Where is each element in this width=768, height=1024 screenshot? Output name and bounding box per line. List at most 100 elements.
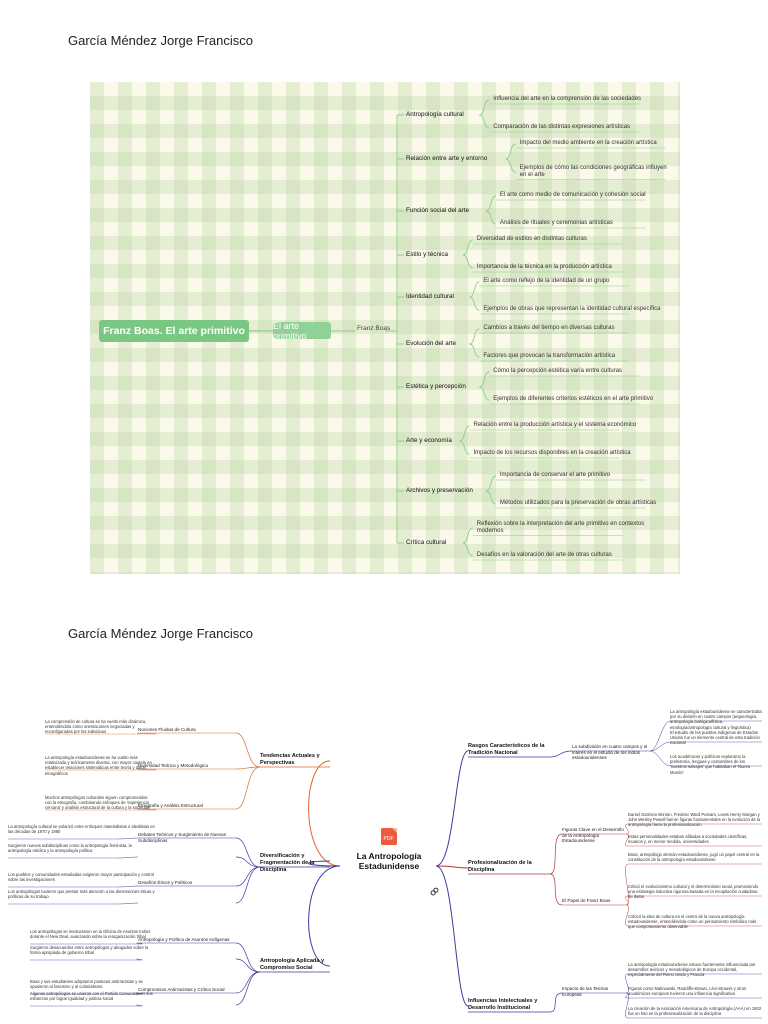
leaf-node[interactable]: Reflexión sobre la interpretación del ar…	[476, 520, 645, 535]
leaf-node[interactable]: Análisis de rituales y ceremonias artíst…	[499, 220, 613, 226]
topic-node[interactable]: Función social del arte	[406, 207, 470, 214]
leaf-node[interactable]: Los académicos y políticos exploraron la…	[670, 754, 751, 775]
leaf-node[interactable]: Métodos utilizados para la preservación …	[499, 500, 657, 506]
leaf-node[interactable]: Factores que provocan la transformación …	[483, 353, 616, 359]
leaf-node[interactable]: Comparación de las distintas expresiones…	[493, 124, 631, 130]
connector-line	[435, 865, 469, 869]
sub-node[interactable]: Nociones Fluidas de Cultura	[138, 727, 196, 732]
topic-node[interactable]: Arte y economía	[406, 437, 452, 444]
topic-node[interactable]: Antropología cultural	[406, 111, 464, 118]
leaf-node[interactable]: Impacto de los recursos disponibles en l…	[473, 450, 631, 456]
topic-node[interactable]: Relación entre arte y entorno	[406, 155, 488, 162]
sub-node[interactable]: Diversidad Teórica y Metodológica	[138, 763, 208, 768]
leaf-node[interactable]: El arte como medio de comunicación y coh…	[499, 192, 646, 198]
connector-line	[625, 973, 629, 994]
leaf-node[interactable]: Boas, antropólogo alemán-estadounidense,…	[628, 852, 760, 863]
branch-node[interactable]: Profesionalización de la Disciplina	[468, 860, 532, 873]
leaf-node[interactable]: Ejemplos de diferentes criterios estétic…	[493, 396, 654, 402]
sub-node[interactable]: La subdivisión en cuatro campos y el int…	[572, 744, 648, 761]
sub-node[interactable]: Etnografía y Análisis Estructural	[138, 803, 203, 808]
connector-line	[485, 490, 497, 505]
topic-node[interactable]: Identidad cultural	[406, 293, 454, 300]
connector-line	[549, 750, 573, 758]
connector-line	[485, 475, 497, 492]
leaf-node[interactable]: Los pueblos y comunidades estudiadas exi…	[8, 872, 154, 883]
leaf-node[interactable]: Desafíos en la valoración del arte de ot…	[476, 552, 612, 558]
topic-node[interactable]: Crítica cultural	[406, 539, 447, 546]
connector-line	[479, 99, 490, 116]
branch-node[interactable]: Tendencias Actuales y Perspectivas	[260, 753, 320, 766]
leaf-node[interactable]: Cómo la percepción estética varía entre …	[493, 368, 623, 374]
leaf-node[interactable]: Los antropólogos tuvieron que prestar má…	[8, 889, 155, 900]
leaf-node[interactable]: Figuras como Malinowski, Radcliffe-Brown…	[628, 986, 747, 997]
leaf-node[interactable]: Impacto del medio ambiente en la creació…	[519, 140, 657, 146]
leaf-node[interactable]: Criticó el evolucionismo cultural y el d…	[628, 884, 759, 900]
pdf-file-icon[interactable]: PDF	[378, 828, 400, 845]
sub-node[interactable]: Impacto de las Teorías Europeas	[562, 986, 609, 997]
topic-node[interactable]: Estética y percepción	[406, 383, 466, 390]
connector-line	[625, 823, 629, 835]
leaf-node[interactable]: Daniel Garrison Brinton, Frederic Ward P…	[628, 812, 761, 828]
sub-node[interactable]: Figuras Clave en el Desarrollo de la Ant…	[562, 827, 624, 844]
branch-node[interactable]: Influencias Intelectuales y Desarrollo I…	[468, 998, 538, 1011]
connector-line	[469, 343, 480, 358]
connector-line	[469, 296, 480, 311]
connector-line	[117, 837, 139, 840]
leaf-node[interactable]: Diversidad de estilos en distintas cultu…	[476, 236, 587, 242]
connector-line	[235, 971, 261, 1006]
leaf-node[interactable]: Los antropólogos se involucraron en la O…	[30, 929, 151, 940]
topic-node[interactable]: Evolución del arte	[406, 340, 457, 347]
connector-line	[235, 971, 261, 994]
leaf-node[interactable]: Relación entre la producción artística y…	[473, 422, 637, 428]
connector-line	[649, 750, 671, 767]
topic-node[interactable]: Estilo y técnica	[406, 251, 448, 258]
leaf-node[interactable]: Surgieron nuevas subdisciplinas como la …	[8, 843, 132, 854]
leaf-node[interactable]: Algunos antropólogos se unieron con el P…	[30, 991, 153, 1002]
leaf-node[interactable]: Colocó la idea de cultura en el centro d…	[628, 914, 757, 930]
leaf-node[interactable]: Muchos antropólogos culturales siguen co…	[45, 795, 150, 811]
leaf-node[interactable]: Boas y sus estudiantes adoptaron postura…	[30, 979, 143, 990]
sub-node[interactable]: Compromisos Antirracistas y Crítica Soci…	[138, 987, 225, 992]
branch-node[interactable]: Diversificación y Fragmentación de la Di…	[260, 853, 315, 873]
connector-line	[136, 1004, 143, 1007]
author-node[interactable]: Franz Boas	[357, 325, 391, 332]
connector-line	[549, 873, 563, 906]
connector-line	[235, 866, 261, 904]
leaf-node[interactable]: La antropología cultural se polarizó ent…	[8, 824, 155, 835]
hub-node[interactable]: El arte primitivo	[273, 321, 331, 341]
leaf-node[interactable]: La antropología estadounidense estuvo fu…	[628, 962, 756, 978]
leaf-node[interactable]: Importancia de conservar el arte primiti…	[499, 472, 610, 478]
branch-node[interactable]: Rasgos Característicos de la Tradición N…	[468, 743, 545, 756]
leaf-node[interactable]: La comprensión de cultura se ha vuelto m…	[45, 719, 147, 735]
connector-line	[235, 766, 261, 770]
leaf-node[interactable]: La creación de la Asociación Americana d…	[628, 1006, 762, 1017]
map2-connectors	[8, 720, 762, 1019]
leaf-node[interactable]: Ejemplos de cómo las condiciones geográf…	[519, 164, 667, 179]
link-icon[interactable]	[430, 887, 439, 896]
connector-line	[235, 766, 261, 810]
branch-node[interactable]: Antropología Aplicada y Compromiso Socia…	[260, 958, 325, 971]
sub-node[interactable]: Antropología y Política de Asuntos Indíg…	[138, 937, 230, 942]
leaf-node[interactable]: Importancia de la técnica en la producci…	[476, 264, 612, 270]
leaf-node[interactable]: Surgieron desacuerdos entre antropólogos…	[30, 945, 149, 956]
sub-node[interactable]: Debates Teóricos y Surgimiento de Nuevas…	[138, 832, 227, 843]
connector-line	[462, 527, 473, 544]
connector-line	[469, 281, 480, 298]
sub-node[interactable]: Desafíos Éticos y Políticos	[138, 880, 193, 885]
leaf-node[interactable]: Influencia del arte en la comprensión de…	[493, 96, 642, 102]
leaf-node[interactable]: Ejemplos de obras que representan la ide…	[483, 306, 661, 312]
root-node[interactable]: Franz Boas. El arte primitivo	[99, 320, 249, 342]
leaf-node[interactable]: El estudio de los pueblos indígenas de E…	[670, 730, 760, 746]
connector-line	[459, 425, 470, 442]
connector-line	[462, 542, 473, 557]
leaf-node[interactable]: La antropología estadounidense se ha vue…	[45, 755, 152, 776]
connector-line	[235, 837, 261, 868]
leaf-node[interactable]: La antropología estadounidense se caract…	[670, 709, 762, 730]
leaf-node[interactable]: Estas personalidades estaban afiliadas a…	[628, 834, 748, 845]
central-topic[interactable]: La Antropología Estadunidense	[356, 851, 422, 871]
leaf-node[interactable]: Cambios a través del tiempo en diversas …	[483, 325, 615, 331]
leaf-node[interactable]: El arte como reflejo de la identidad de …	[483, 278, 610, 284]
sub-node[interactable]: El Papel de Franz Boas	[562, 898, 611, 903]
connector-line	[235, 942, 261, 973]
topic-node[interactable]: Archivos y preservación	[406, 487, 473, 494]
